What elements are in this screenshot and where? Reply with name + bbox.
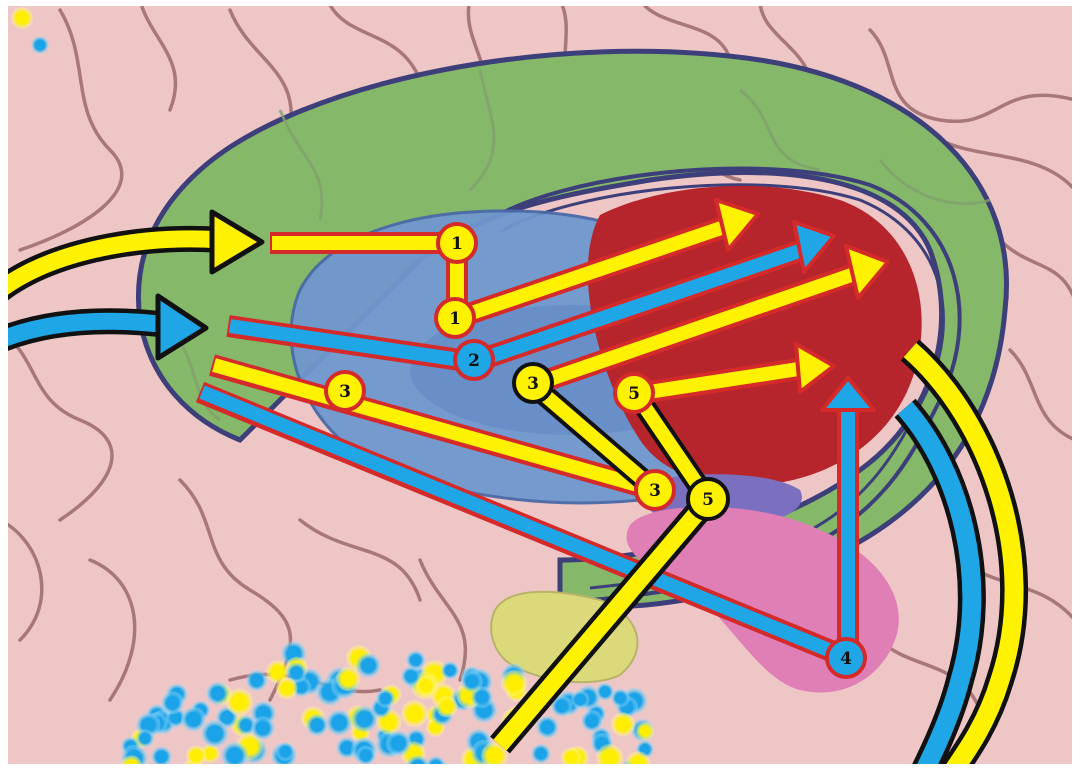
marker-3-left: 3: [324, 370, 366, 412]
marker-4: 4: [825, 637, 867, 679]
dot: [151, 746, 172, 766]
dot: [236, 715, 257, 736]
dot: [571, 690, 590, 709]
dot: [581, 710, 603, 732]
dot: [626, 751, 651, 766]
dot: [356, 745, 376, 766]
marker-3-lower-label: 3: [649, 481, 661, 501]
marker-3-upper-label: 3: [527, 374, 539, 394]
marker-1b-label: 1: [449, 309, 461, 329]
dot: [136, 729, 155, 748]
pathway-markers: 1 1 2 3 3 3 5: [324, 222, 867, 679]
dot: [161, 691, 184, 715]
dot: [306, 714, 329, 737]
marker-3-left-label: 3: [339, 382, 351, 402]
dot: [181, 706, 206, 732]
dot: [596, 744, 624, 766]
dot: [276, 677, 298, 700]
pathway-4: [195, 376, 876, 669]
dot: [276, 742, 295, 761]
dot: [501, 670, 528, 697]
dot: [351, 705, 378, 733]
pathway-3-upper: [525, 244, 890, 499]
dot: [611, 688, 630, 708]
dot: [481, 742, 508, 766]
dot: [206, 681, 230, 706]
dot: [636, 722, 655, 741]
marker-5-lower-label: 5: [702, 490, 714, 510]
dot: [406, 650, 426, 670]
dot: [611, 712, 635, 737]
dot: [416, 675, 437, 697]
dot: [401, 700, 428, 728]
pathway-1: [270, 198, 760, 329]
marker-4-label: 4: [840, 649, 852, 669]
dot: [246, 669, 268, 692]
dot: [561, 747, 582, 766]
dot: [336, 666, 361, 692]
dot: [441, 661, 460, 680]
incoming-blue-arrow: [8, 293, 209, 361]
dot: [376, 688, 395, 708]
dot: [401, 666, 421, 687]
marker-5-upper-label: 5: [628, 384, 640, 404]
dot: [31, 36, 49, 54]
dot: [266, 660, 290, 684]
dot: [251, 716, 275, 740]
dot: [186, 745, 207, 766]
dot: [221, 741, 249, 766]
pathway-3-lower: [209, 354, 658, 501]
dot: [201, 719, 229, 748]
dot: [11, 7, 33, 29]
marker-2: 2: [453, 339, 495, 381]
dot: [121, 755, 142, 766]
pathway-2: [226, 220, 836, 373]
dot: [426, 755, 446, 766]
dot: [596, 682, 615, 701]
marker-5-upper: 5: [613, 372, 655, 414]
dot: [356, 653, 381, 678]
marker-5-lower: 5: [686, 477, 730, 521]
dot: [326, 709, 353, 736]
incoming-yellow-arrow: [8, 209, 265, 301]
marker-1a-label: 1: [451, 234, 463, 254]
right-descending-tracts: [894, 339, 1029, 766]
dot: [471, 686, 493, 709]
dot: [226, 688, 253, 716]
dot: [406, 755, 430, 766]
dot: [551, 695, 573, 717]
dot: [286, 662, 307, 684]
marker-1b: 1: [434, 297, 476, 339]
marker-3-upper: 3: [512, 362, 554, 404]
dot: [536, 715, 559, 739]
marker-3-lower: 3: [634, 469, 676, 511]
marker-1a: 1: [436, 222, 478, 264]
dot: [436, 695, 458, 718]
dot: [461, 670, 483, 693]
dot: [531, 743, 551, 764]
marker-2-label: 2: [468, 351, 480, 371]
dot: [386, 730, 412, 756]
